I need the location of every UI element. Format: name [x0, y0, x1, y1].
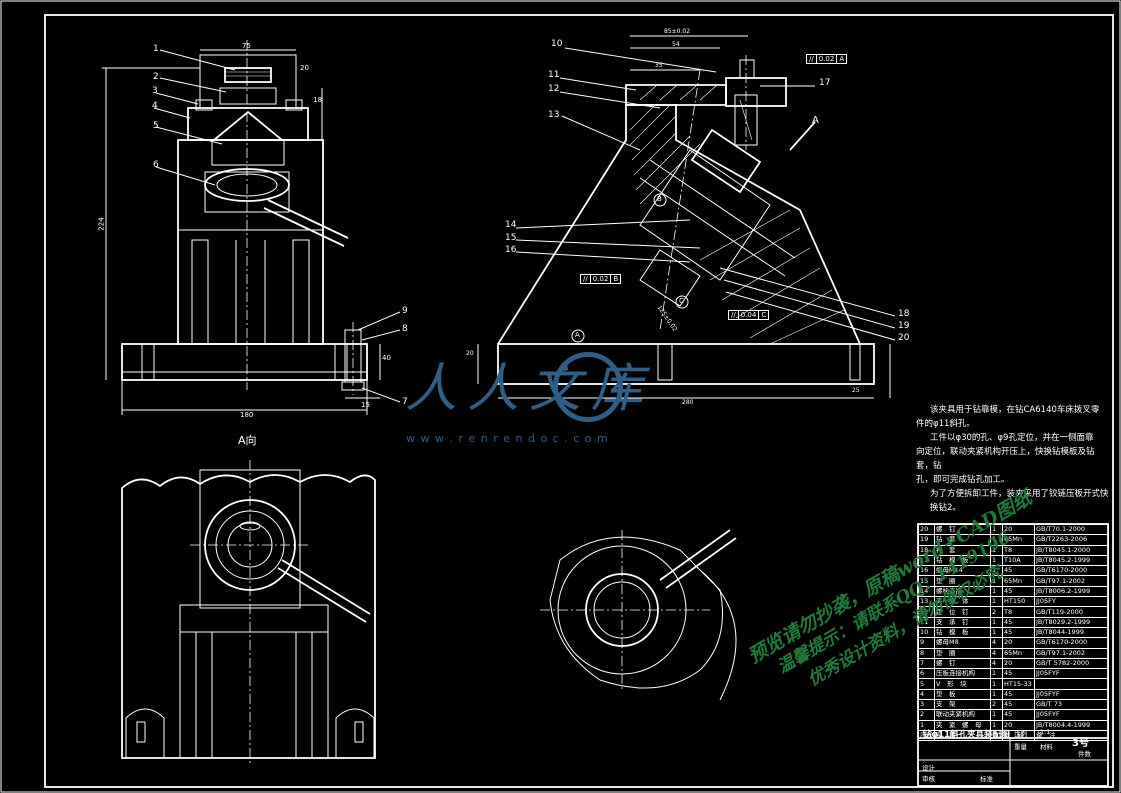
front-view: [102, 40, 401, 415]
bom-table-frame: [917, 523, 1109, 787]
top-view: [540, 529, 737, 701]
side-section-view: [477, 35, 896, 399]
inner-border: [44, 14, 1114, 788]
a-view: [121, 460, 376, 765]
